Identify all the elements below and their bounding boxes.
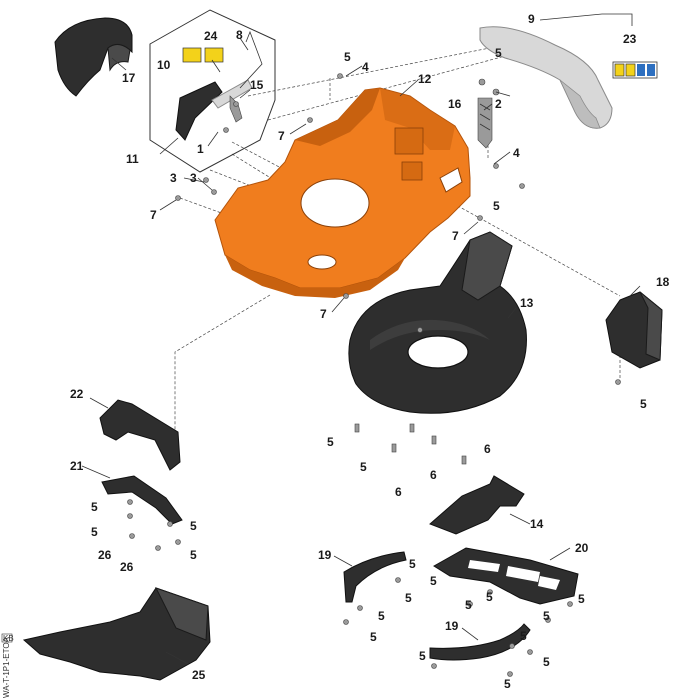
callout-3: 3 bbox=[190, 171, 197, 185]
callout-25: 25 bbox=[192, 668, 206, 682]
callout-5: 5 bbox=[419, 649, 426, 663]
callout-5: 5 bbox=[520, 629, 527, 643]
drawing-code-text: WA-T-1P1-ETOA bbox=[2, 636, 11, 698]
callout-17: 17 bbox=[122, 71, 136, 85]
callout-12: 12 bbox=[418, 72, 432, 86]
callout-20: 20 bbox=[575, 541, 589, 555]
callout-5: 5 bbox=[543, 655, 550, 669]
callout-24: 24 bbox=[204, 29, 218, 43]
callout-14: 14 bbox=[530, 517, 544, 531]
part-12-orange-deck-housing bbox=[214, 87, 471, 298]
callout-15: 15 bbox=[250, 78, 264, 92]
callout-16: 16 bbox=[448, 97, 462, 111]
callout-3: 3 bbox=[170, 171, 177, 185]
part-23-safety-label bbox=[612, 61, 658, 79]
part-22-chute-bracket bbox=[99, 399, 181, 471]
part-25-rear-skid bbox=[22, 587, 211, 681]
callout-6: 6 bbox=[395, 485, 402, 499]
warning-label-icon bbox=[182, 47, 202, 63]
part-18-side-bracket bbox=[605, 291, 663, 369]
callout-26: 26 bbox=[120, 560, 134, 574]
callout-5: 5 bbox=[190, 548, 197, 562]
callout-19: 19 bbox=[445, 619, 459, 633]
callout-22: 22 bbox=[70, 387, 84, 401]
callout-21: 21 bbox=[70, 459, 84, 473]
callout-5: 5 bbox=[495, 46, 502, 60]
callout-6: 6 bbox=[484, 442, 491, 456]
callout-7: 7 bbox=[278, 129, 285, 143]
callout-5: 5 bbox=[344, 50, 351, 64]
drawing-reference-code: KB WA-T-1P1-ETOA bbox=[1, 633, 14, 698]
part-14-deflector-plate bbox=[429, 475, 525, 535]
callout-19: 19 bbox=[318, 548, 332, 562]
callout-5: 5 bbox=[493, 199, 500, 213]
callout-5: 5 bbox=[360, 460, 367, 474]
callout-10: 10 bbox=[157, 58, 171, 72]
callout-5: 5 bbox=[370, 630, 377, 644]
fastener-markers bbox=[129, 73, 621, 677]
drawing-badge: KB bbox=[3, 634, 14, 643]
callout-2: 2 bbox=[495, 97, 502, 111]
callout-5: 5 bbox=[327, 435, 334, 449]
part-21-lower-bracket bbox=[101, 475, 183, 527]
callout-5: 5 bbox=[578, 592, 585, 606]
callout-5: 5 bbox=[409, 557, 416, 571]
callout-7: 7 bbox=[320, 307, 327, 321]
callout-5: 5 bbox=[190, 519, 197, 533]
callout-5: 5 bbox=[91, 500, 98, 514]
callout-7: 7 bbox=[150, 208, 157, 222]
callout-1: 1 bbox=[197, 142, 204, 156]
callout-5: 5 bbox=[405, 591, 412, 605]
callout-4: 4 bbox=[362, 60, 369, 74]
callout-5: 5 bbox=[504, 677, 511, 691]
warning-label-icon bbox=[204, 47, 224, 63]
callout-5: 5 bbox=[378, 609, 385, 623]
callout-7: 7 bbox=[452, 229, 459, 243]
part-20-frame bbox=[433, 547, 579, 605]
part-17-rear-cover bbox=[54, 17, 133, 97]
callout-leader-lines bbox=[81, 13, 641, 665]
callout-4: 4 bbox=[513, 146, 520, 160]
callout-11: 11 bbox=[126, 152, 139, 166]
callout-5: 5 bbox=[486, 590, 493, 604]
part-9-grey-guard bbox=[479, 26, 613, 129]
callout-5: 5 bbox=[640, 397, 647, 411]
part-13-blower-housing bbox=[348, 231, 527, 414]
callout-6: 6 bbox=[430, 468, 437, 482]
callout-23: 23 bbox=[623, 32, 637, 46]
callout-9: 9 bbox=[528, 12, 535, 26]
callout-5: 5 bbox=[543, 609, 550, 623]
kit-box-10-11 bbox=[149, 9, 276, 173]
callout-5: 5 bbox=[91, 525, 98, 539]
callout-13: 13 bbox=[520, 296, 534, 310]
callout-labels: 17 9 23 24 8 10 15 1 11 5 4 12 5 16 2 7 … bbox=[70, 12, 670, 691]
callout-5: 5 bbox=[465, 598, 472, 612]
callout-8: 8 bbox=[236, 28, 243, 42]
callout-5: 5 bbox=[430, 574, 437, 588]
part-19-skid-strip bbox=[343, 551, 531, 661]
part-16-spring-bolt bbox=[477, 78, 500, 149]
callout-26: 26 bbox=[98, 548, 112, 562]
callout-18: 18 bbox=[656, 275, 670, 289]
